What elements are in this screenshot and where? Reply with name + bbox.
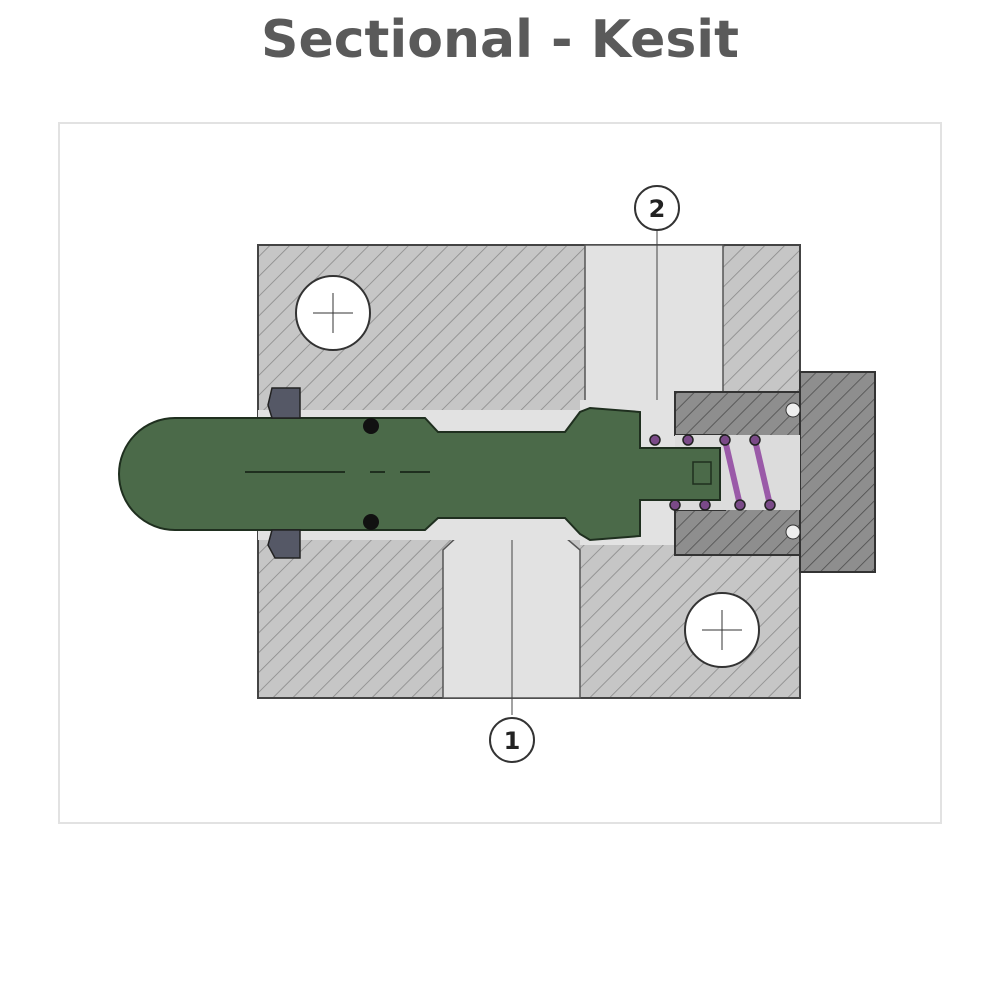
seal <box>267 387 301 559</box>
port-label-1: 1 <box>489 717 535 763</box>
page-title: Sectional - Kesit <box>261 10 739 70</box>
diagram-frame <box>58 122 942 824</box>
port-label-2: 2 <box>634 185 680 231</box>
port-2-number: 2 <box>649 195 666 223</box>
mounting-hole <box>295 275 371 351</box>
spring <box>722 439 773 506</box>
mounting-hole <box>684 592 760 668</box>
port-2-bore <box>584 244 724 406</box>
spool <box>118 406 721 542</box>
port-1-number: 1 <box>504 727 521 755</box>
end-cap <box>799 371 876 573</box>
